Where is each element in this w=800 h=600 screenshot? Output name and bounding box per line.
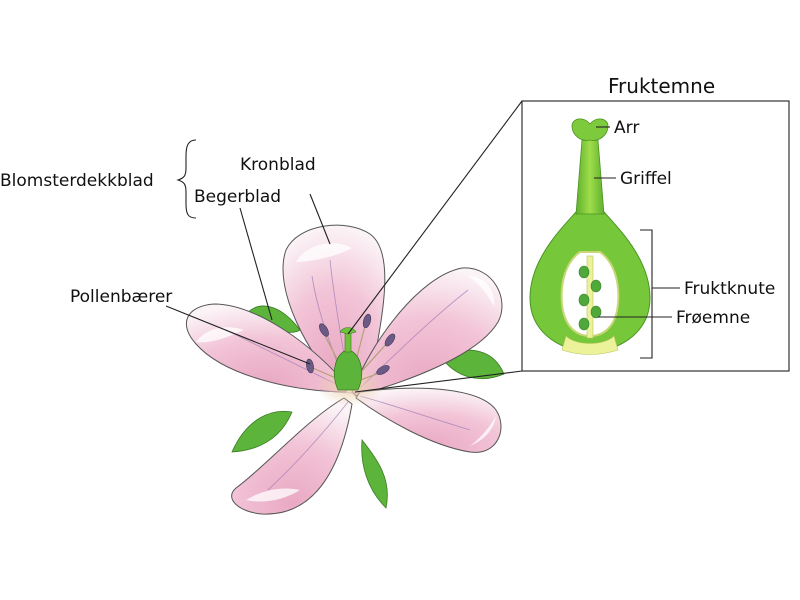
- flower: [185, 224, 505, 515]
- label-froemne: Frøemne: [676, 308, 750, 328]
- sepal-left-bottom: [231, 410, 293, 453]
- anther: [384, 333, 396, 347]
- petal-lower-right: [355, 387, 502, 453]
- leader-begerblad: [239, 207, 273, 321]
- anther: [319, 323, 329, 337]
- stamens: [306, 313, 396, 385]
- blomsterdekkblad-brace: [176, 139, 197, 219]
- petals: [185, 224, 503, 515]
- petal-highlights: [196, 243, 496, 502]
- label-griffel: Griffel: [620, 169, 672, 189]
- leader-pollenbaerer: [165, 305, 311, 365]
- sepal-bottom-right: [361, 438, 388, 509]
- label-kronblad: Kronblad: [240, 155, 316, 175]
- ovule: [578, 293, 590, 307]
- label-pollenbaerer: Pollenbærer: [70, 287, 172, 307]
- stigma: [571, 118, 609, 141]
- leader-kronblad: [309, 193, 331, 245]
- zoom-line-top: [347, 100, 523, 335]
- anther: [376, 365, 390, 375]
- ovule: [590, 305, 602, 319]
- fruktknute-bracket: [640, 229, 653, 359]
- ovule: [590, 279, 602, 293]
- ovule: [578, 317, 590, 331]
- label-begerblad: Begerblad: [194, 187, 281, 207]
- label-blomsterdekkblad: Blomsterdekkblad: [0, 171, 154, 191]
- ovule: [578, 265, 590, 279]
- ovules: [578, 265, 602, 331]
- leader-lines: [165, 126, 680, 365]
- zoom-line-bottom: [354, 370, 523, 393]
- label-fruktknute: Fruktknute: [684, 279, 775, 299]
- label-fruktemne: Fruktemne: [608, 74, 715, 98]
- anther: [362, 313, 372, 329]
- center-pistil: [334, 327, 362, 391]
- petal-upper-right: [351, 267, 503, 397]
- anther: [306, 358, 314, 374]
- label-arr: Arr: [614, 118, 639, 138]
- petal-lower-left: [231, 397, 353, 515]
